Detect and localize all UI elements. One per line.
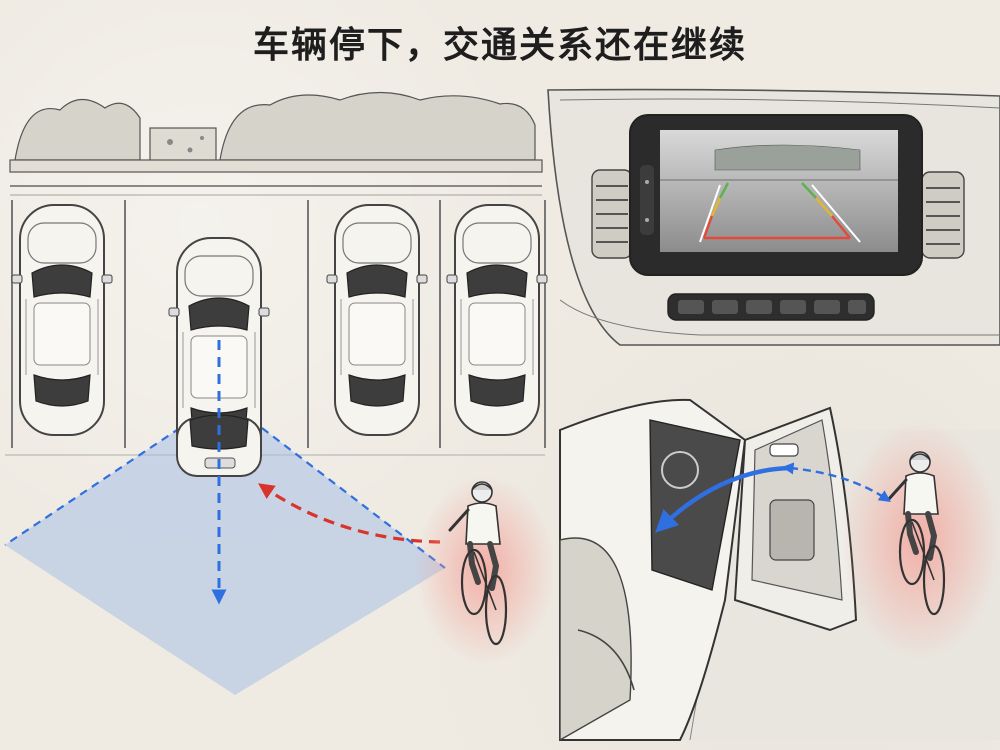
parking-lot-scene: [4, 91, 555, 695]
page-title: 车辆停下，交通关系还在继续: [252, 25, 747, 66]
parked-car-1: [11, 204, 113, 436]
door-swing-arrow-icon: [655, 465, 791, 533]
parked-car-4: [446, 204, 548, 436]
curb: [9, 159, 543, 173]
blind-zone-area: [5, 428, 445, 695]
parked-car-3: [326, 204, 428, 436]
guide-line-red-right: [831, 215, 851, 239]
steering-wheel: [661, 451, 699, 489]
guide-line-red-left: [702, 215, 714, 239]
left-air-vent: [591, 169, 633, 259]
door-mirror: [769, 443, 799, 457]
parking-lines: [11, 200, 546, 448]
door-gap-double-arrow-icon: [781, 462, 891, 503]
guide-line-yellow-left: [710, 197, 722, 217]
car-interior: [649, 419, 741, 591]
guide-line-green-right: [801, 182, 817, 199]
cyclist-approach-arrow-icon: [258, 483, 441, 544]
stone-planter: [149, 127, 217, 163]
dashboard-scene: [547, 88, 1000, 346]
guide-line-green-left: [718, 182, 730, 199]
right-air-vent: [921, 171, 965, 259]
hedge-row: [14, 91, 536, 163]
rear-camera-display: [629, 114, 923, 276]
guide-line-yellow-right: [815, 197, 833, 217]
console-button-strip: [667, 293, 875, 321]
door-opening-scene: [559, 398, 1000, 742]
